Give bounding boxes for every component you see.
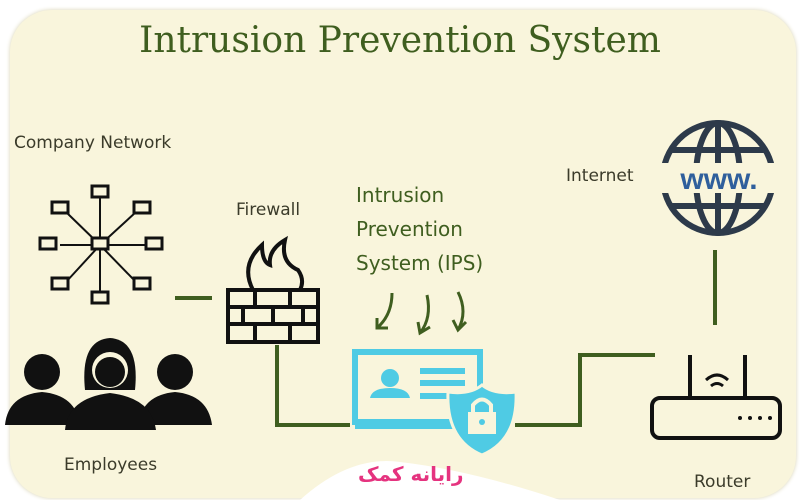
www-label: www. [679, 163, 757, 196]
firewall-icon [226, 235, 320, 344]
ips-label: Intrusion Prevention System (IPS) [356, 178, 483, 280]
company-network-label: Company Network [14, 133, 172, 153]
ips-label-line2: Prevention [356, 217, 463, 241]
router-icon [650, 355, 782, 440]
employees-icon [5, 338, 212, 430]
firewall-label: Firewall [236, 200, 301, 220]
diagram-title: Intrusion Prevention System [139, 20, 661, 61]
internet-label: Internet [566, 166, 634, 186]
connector-firewall-ips [275, 345, 350, 427]
www-globe-icon [660, 120, 778, 236]
logo-wave [300, 461, 560, 500]
connector-ips-router [515, 353, 655, 427]
router-label: Router [694, 472, 751, 492]
connectors [175, 250, 717, 427]
employees-label: Employees [64, 455, 158, 475]
ips-label-line3: System (IPS) [356, 251, 484, 275]
shield-lock-icon [446, 383, 518, 457]
inbound-arrows-icon [375, 291, 468, 336]
network-icon [38, 184, 164, 305]
ips-label-line1: Intrusion [356, 183, 445, 207]
brand-logo: رایانه کمک [358, 462, 464, 486]
